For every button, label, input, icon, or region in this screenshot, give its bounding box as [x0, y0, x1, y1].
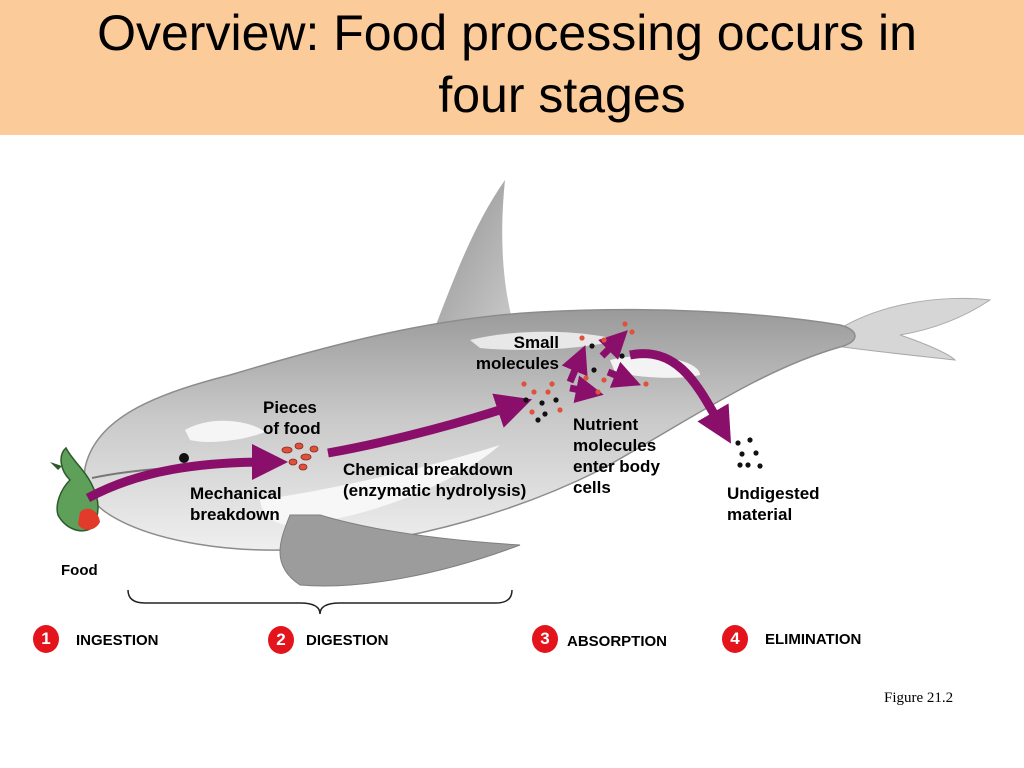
absorption-arrow-1 — [561, 345, 588, 384]
stage-3-badge: 3 — [532, 625, 558, 653]
absorption-arrow-2 — [598, 330, 628, 360]
chemical-breakdown-arrow — [327, 393, 533, 458]
small-molecules — [521, 321, 649, 423]
tail-fluke — [829, 297, 992, 361]
label-pieces-of-food: Pieces of food — [263, 398, 321, 438]
absorption-arrow-3 — [569, 375, 604, 403]
orca-diagram — [50, 180, 992, 615]
label-chemical-breakdown: Chemical breakdown (enzymatic hydrolysis… — [343, 460, 527, 500]
absorption-arrow-4 — [606, 361, 641, 388]
eye-patch — [185, 420, 265, 443]
food-pieces — [281, 442, 319, 471]
belly-patch — [260, 445, 500, 526]
stage-2-label: DIGESTION — [306, 632, 389, 649]
eye — [179, 453, 189, 463]
stage-3-label: ABSORPTION — [567, 633, 668, 650]
stage-4-label: ELIMINATION — [765, 631, 862, 648]
ingestion-arrow — [85, 444, 288, 502]
dorsal-fin — [430, 180, 520, 345]
label-nutrient-molecules: Nutrient molecules enter body cells — [573, 415, 660, 497]
undigested-material-particles — [735, 437, 763, 469]
stage-2-badge: 2 — [268, 626, 294, 654]
stage-4-badge: 4 — [722, 625, 748, 653]
figure-caption: Figure 21.2 — [884, 690, 954, 706]
label-undigested-material: Undigested material — [727, 484, 820, 524]
title-line-2: four stages — [438, 67, 686, 123]
stage-1-badge: 1 — [33, 625, 59, 653]
label-mechanical-breakdown: Mechanical breakdown — [190, 484, 282, 524]
salmon-fish — [50, 446, 100, 532]
digestion-bracket — [127, 589, 513, 615]
slide-title: Overview: Food processing occurs in four… — [0, 2, 1024, 126]
title-banner — [0, 0, 1024, 135]
stage-1-label: INGESTION — [76, 632, 159, 649]
pectoral-fin — [279, 514, 521, 587]
title-line-1: Overview: Food processing occurs in — [97, 5, 917, 61]
elimination-arrow — [629, 349, 732, 444]
label-small-molecules: Small molecules — [475, 333, 559, 373]
label-food: Food — [61, 562, 98, 579]
